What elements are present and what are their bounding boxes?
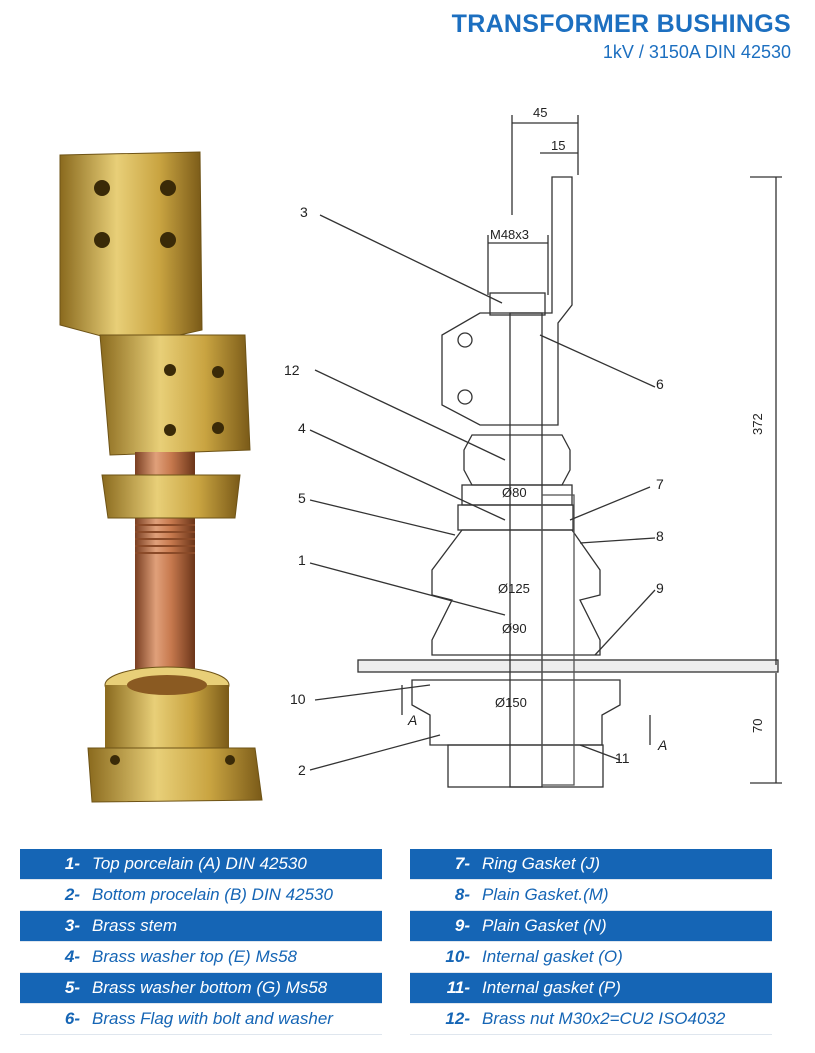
callout-1: 1 bbox=[298, 552, 306, 568]
legend-text: Brass washer top (E) Ms58 bbox=[92, 947, 298, 966]
legend-item: 12- Brass nut M30x2=CU2 ISO4032 bbox=[410, 1004, 772, 1035]
dim-dia80: Ø80 bbox=[502, 485, 527, 500]
legend-text: Brass nut M30x2=CU2 ISO4032 bbox=[482, 1009, 726, 1028]
dim-70: 70 bbox=[750, 719, 765, 733]
callout-4: 4 bbox=[298, 420, 306, 436]
dim-dia125: Ø125 bbox=[498, 581, 530, 596]
legend-text: Brass stem bbox=[92, 916, 178, 935]
legend-num: 7- bbox=[454, 854, 470, 873]
callout-12: 12 bbox=[284, 362, 300, 378]
legend-item: 1- Top porcelain (A) DIN 42530 bbox=[20, 849, 382, 880]
legend-num: 5- bbox=[64, 978, 80, 997]
legend-item: 6- Brass Flag with bolt and washer bbox=[20, 1004, 382, 1035]
legend-num: 4- bbox=[64, 947, 80, 966]
legend-text: Plain Gasket.(M) bbox=[482, 885, 609, 904]
legend-item: 8- Plain Gasket.(M) bbox=[410, 880, 772, 911]
legend-num: 3- bbox=[64, 916, 80, 935]
legend-num: 8- bbox=[454, 885, 470, 904]
legend-num: 10- bbox=[445, 947, 470, 966]
legend-num: 1- bbox=[64, 854, 80, 873]
legend-num: 12- bbox=[445, 1009, 470, 1028]
legend-text: Brass Flag with bolt and washer bbox=[92, 1009, 333, 1028]
dim-thread: M48x3 bbox=[490, 227, 529, 242]
dim-372: 372 bbox=[750, 413, 765, 435]
callout-11: 11 bbox=[615, 750, 630, 766]
legend-left: 1- Top porcelain (A) DIN 42530 2- Bottom p… bbox=[20, 849, 382, 1035]
legend-text: Ring Gasket (J) bbox=[482, 854, 601, 873]
legend-num: 6- bbox=[64, 1009, 80, 1028]
callout-9: 9 bbox=[656, 580, 664, 596]
dim-45: 45 bbox=[533, 105, 547, 120]
legend-num: 2- bbox=[64, 885, 80, 904]
legend-text: Brass washer bottom (G) Ms58 bbox=[92, 978, 328, 997]
dim-dia90: Ø90 bbox=[502, 621, 527, 636]
legend-item: 7- Ring Gasket (J) bbox=[410, 849, 772, 880]
callout-3: 3 bbox=[300, 204, 308, 220]
section-mark-left: A bbox=[407, 712, 417, 728]
legend-item: 2- Bottom procelain (B) DIN 42530 bbox=[20, 880, 382, 911]
legend-item: 10- Internal gasket (O) bbox=[410, 942, 772, 973]
legend-item: 11- Internal gasket (P) bbox=[410, 973, 772, 1004]
legend-item: 5- Brass washer bottom (G) Ms58 bbox=[20, 973, 382, 1004]
callout-2: 2 bbox=[298, 762, 306, 778]
legend-num: 11- bbox=[446, 978, 470, 997]
legend-text: Internal gasket (P) bbox=[482, 978, 621, 997]
callout-8: 8 bbox=[656, 528, 664, 544]
page-title: TRANSFORMER BUSHINGS bbox=[451, 10, 791, 38]
legend-num: 9- bbox=[454, 916, 470, 935]
callout-10: 10 bbox=[290, 691, 306, 707]
dim-15: 15 bbox=[551, 138, 565, 153]
legend-item: 4- Brass washer top (E) Ms58 bbox=[20, 942, 382, 973]
legend-text: Top porcelain (A) DIN 42530 bbox=[92, 854, 307, 873]
dim-dia150: Ø150 bbox=[495, 695, 527, 710]
callout-7: 7 bbox=[656, 476, 664, 492]
callout-6: 6 bbox=[656, 376, 664, 392]
legend-text: Internal gasket (O) bbox=[482, 947, 623, 966]
bushing-photo bbox=[59, 151, 263, 803]
legend-item: 9- Plain Gasket (N) bbox=[410, 911, 772, 942]
section-mark-right: A bbox=[657, 737, 667, 753]
legend-item: 3- Brass stem bbox=[20, 911, 382, 942]
legend-text: Plain Gasket (N) bbox=[482, 916, 607, 935]
callout-5: 5 bbox=[298, 490, 306, 506]
page-subtitle: 1kV / 3150A DIN 42530 bbox=[602, 42, 791, 62]
legend-right: 7- Ring Gasket (J) 8- Plain Gasket.(M) 9- P… bbox=[410, 849, 772, 1035]
technical-drawing: 45 15 M48x3 372 70 Ø80 Ø125 Ø90 Ø150 3 6… bbox=[284, 105, 782, 788]
legend-text: Bottom procelain (B) DIN 42530 bbox=[92, 885, 333, 904]
